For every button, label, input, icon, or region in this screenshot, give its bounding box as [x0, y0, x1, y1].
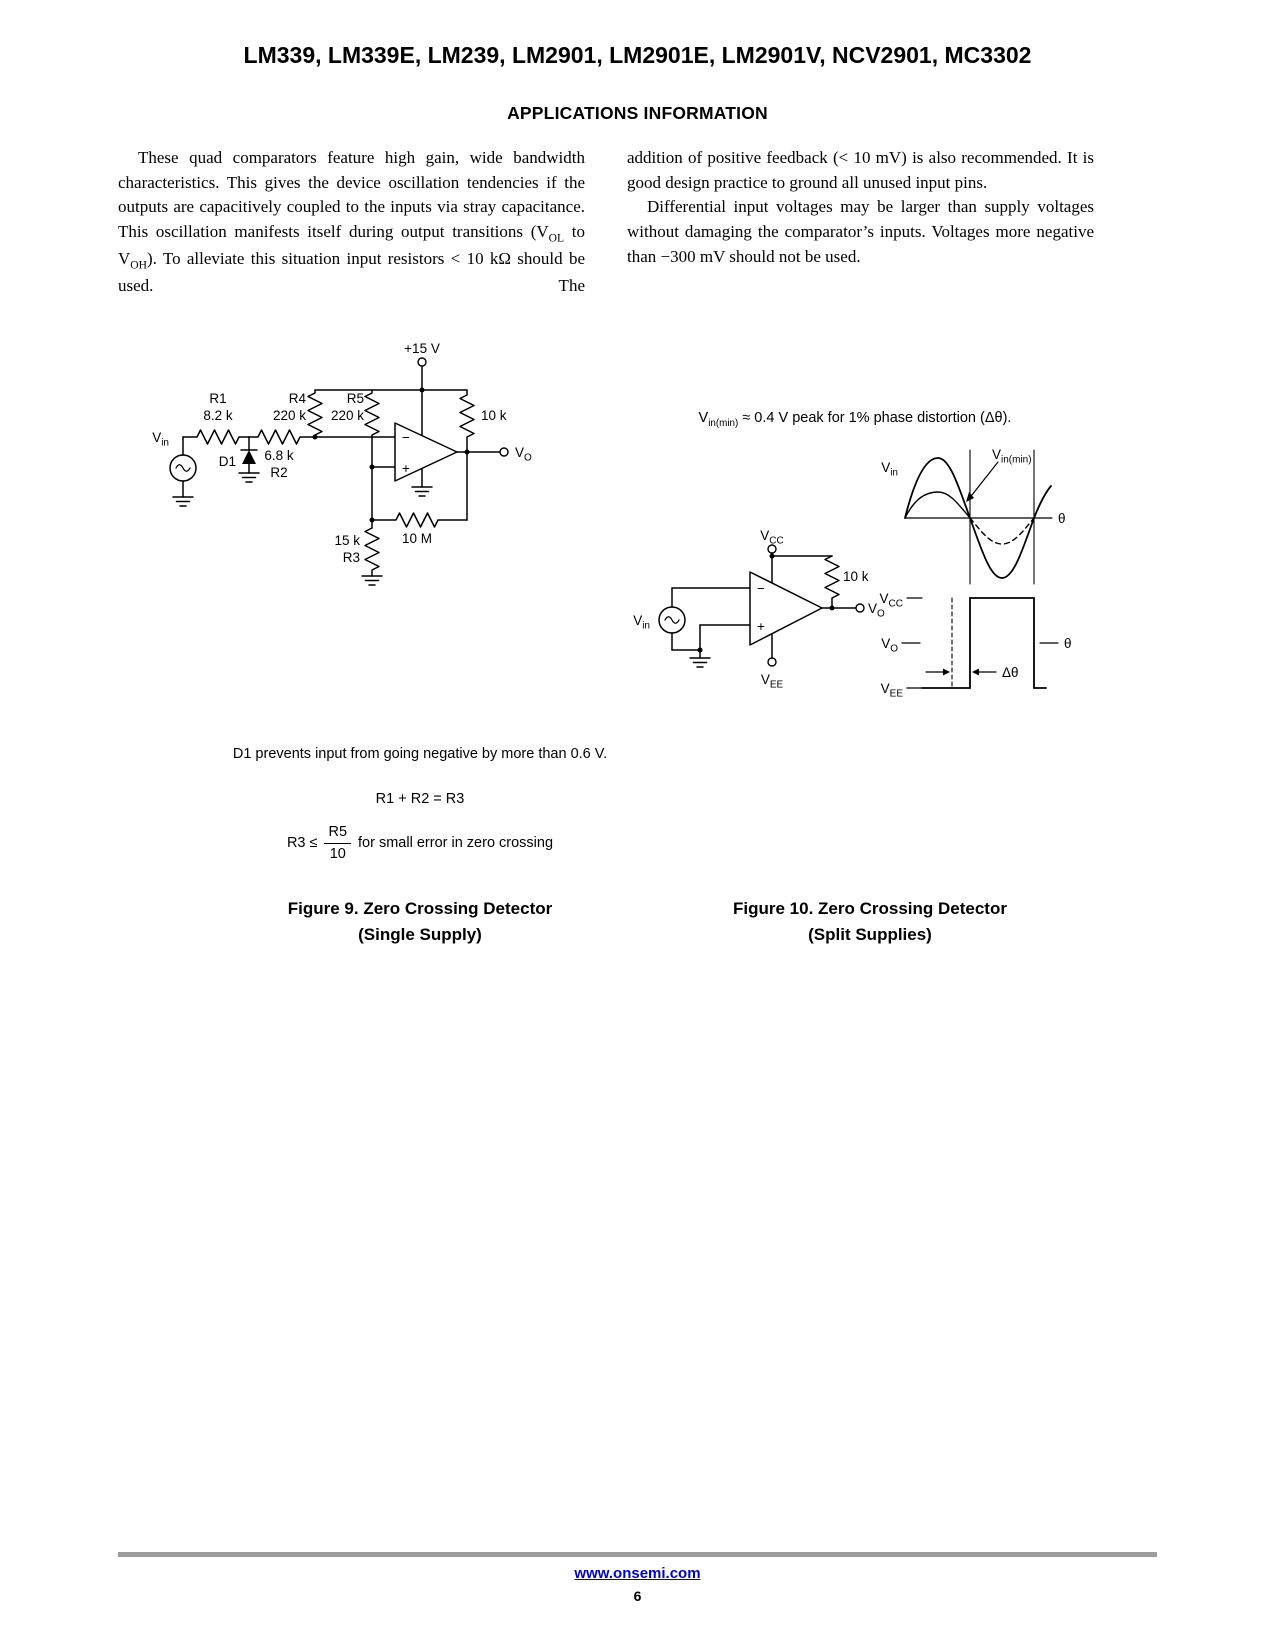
r3-name-label: R3 [343, 550, 360, 565]
r3-value-label: 15 k [334, 533, 360, 548]
body-paragraph-left: These quad comparators feature high gain… [118, 146, 585, 299]
theta-bottom-label: θ [1064, 636, 1072, 651]
opamp-plus-label: + [402, 461, 410, 476]
resistor-r2 [248, 429, 396, 445]
junction-dots [697, 553, 835, 653]
r2-name-label: R2 [270, 465, 287, 480]
wave-vcc-label: VCC [880, 591, 903, 610]
dtheta-right-arrowhead-icon [972, 668, 979, 676]
r4-value-label: 220 k [273, 408, 306, 423]
r10m-value-label: 10 M [402, 531, 432, 546]
r5-name-label: R5 [347, 391, 364, 406]
body-paragraph-right-2: Differential input voltages may be large… [627, 197, 1094, 266]
vinmin-pointer-arrowhead-icon [966, 492, 974, 502]
opamp-minus-label: − [402, 430, 410, 445]
resistor-10k [459, 389, 475, 453]
vin-label: Vin [152, 430, 169, 449]
body-left-column: These quad comparators feature high gain… [118, 146, 585, 299]
sine-glyph-icon [664, 616, 680, 624]
ac-source-icon [169, 454, 197, 482]
vin-label: Vin [633, 613, 650, 632]
body-right-column: addition of positive feedback (< 10 mV) … [627, 146, 1094, 269]
output-terminal-icon [499, 447, 509, 457]
ground-icon [172, 496, 194, 507]
fig10-note: Vin(min) ≈ 0.4 V peak for 1% phase disto… [698, 410, 1012, 429]
wave-vin-label: Vin [881, 460, 898, 479]
ground-icon [689, 657, 711, 668]
figure10-caption: Figure 10. Zero Crossing Detector (Split… [733, 899, 1007, 944]
resistor-r4 [307, 389, 323, 438]
figure9-caption: Figure 9. Zero Crossing Detector (Single… [287, 899, 553, 944]
fig9-note-d1: D1 prevents input from going negative by… [232, 746, 608, 762]
footer-link-wrap: www.onsemi.com [0, 1565, 1275, 1582]
resistor-10m [371, 512, 468, 528]
subscript-voh: OH [130, 258, 147, 272]
opamp-plus-label: + [757, 619, 765, 634]
wave-vee-label: VEE [881, 681, 904, 700]
page-number: 6 [633, 1588, 642, 1604]
fig9-note-r1r2: R1 + R2 = R3 [375, 791, 465, 807]
body-paragraph-right-1: addition of positive feedback (< 10 mV) … [627, 148, 1094, 192]
figure10-schematic: Vin VCC VEE 10 k VO − + [633, 447, 1072, 700]
footer-link[interactable]: www.onsemi.com [574, 1565, 701, 1582]
subscript-vol: OL [548, 231, 565, 245]
figure9-schematic: +15 V R1 8.2 k R4 220 k R5 220 k 10 k Vi… [152, 341, 532, 586]
sine-waveform-plot [904, 449, 1053, 585]
r1-name-label: R1 [209, 391, 226, 406]
vinmin-pointer-line [967, 461, 999, 501]
text-run: These quad comparators feature high gain… [118, 148, 585, 241]
dtheta-label: Δθ [1002, 665, 1019, 680]
vo-label: VO [868, 601, 885, 620]
junction-dots [312, 387, 470, 523]
section-title: APPLICATIONS INFORMATION [507, 103, 768, 123]
ac-source-icon [658, 606, 686, 634]
opamp-minus-label: − [757, 581, 765, 596]
dtheta-left-arrowhead-icon [943, 668, 950, 676]
r5-value-label: 220 k [331, 408, 364, 423]
opamp-symbol [394, 422, 458, 482]
page-title: LM339, LM339E, LM239, LM2901, LM2901E, L… [243, 42, 1032, 68]
r10k-value-label: 10 k [481, 408, 507, 423]
wave-vinmin-label: Vin(min) [992, 447, 1032, 466]
sine-glyph-icon [175, 464, 191, 472]
circuit-wires [169, 365, 501, 577]
supply-terminal-icon [417, 357, 427, 367]
vee-terminal-icon [767, 657, 777, 667]
vcc-label: VCC [760, 528, 783, 547]
wave-vo-label: VO [881, 636, 898, 655]
ground-icon [411, 486, 433, 497]
vo-label: VO [515, 445, 532, 464]
vcc-terminal-icon [767, 544, 777, 554]
r1-value-label: 8.2 k [203, 408, 233, 423]
r4-name-label: R4 [289, 391, 307, 406]
resistor-r3 [364, 527, 380, 577]
resistor-r1 [182, 429, 250, 445]
footer-rule [118, 1552, 1157, 1557]
vinmin-sine-curve [904, 491, 971, 519]
ground-icon [361, 575, 383, 586]
ground-icon [238, 472, 260, 483]
r10k-value-label: 10 k [843, 569, 869, 584]
resistor-r5 [364, 389, 380, 529]
r2-value-label: 6.8 k [264, 448, 294, 463]
vee-label: VEE [761, 672, 784, 691]
text-run: ). To alleviate this situation input res… [118, 249, 585, 296]
square-waveform-plot [901, 597, 1059, 689]
theta-top-label: θ [1058, 511, 1066, 526]
vo-square-wave [921, 597, 1047, 689]
resistor-10k [824, 555, 840, 609]
supply-label: +15 V [404, 341, 440, 356]
diode-d1-icon [242, 450, 256, 464]
opamp-symbol [749, 571, 823, 646]
vinmin-sine-curve-dashed [969, 517, 1035, 545]
d1-label: D1 [219, 454, 236, 469]
output-terminal-icon [855, 603, 865, 613]
text-run: to V [118, 221, 585, 269]
